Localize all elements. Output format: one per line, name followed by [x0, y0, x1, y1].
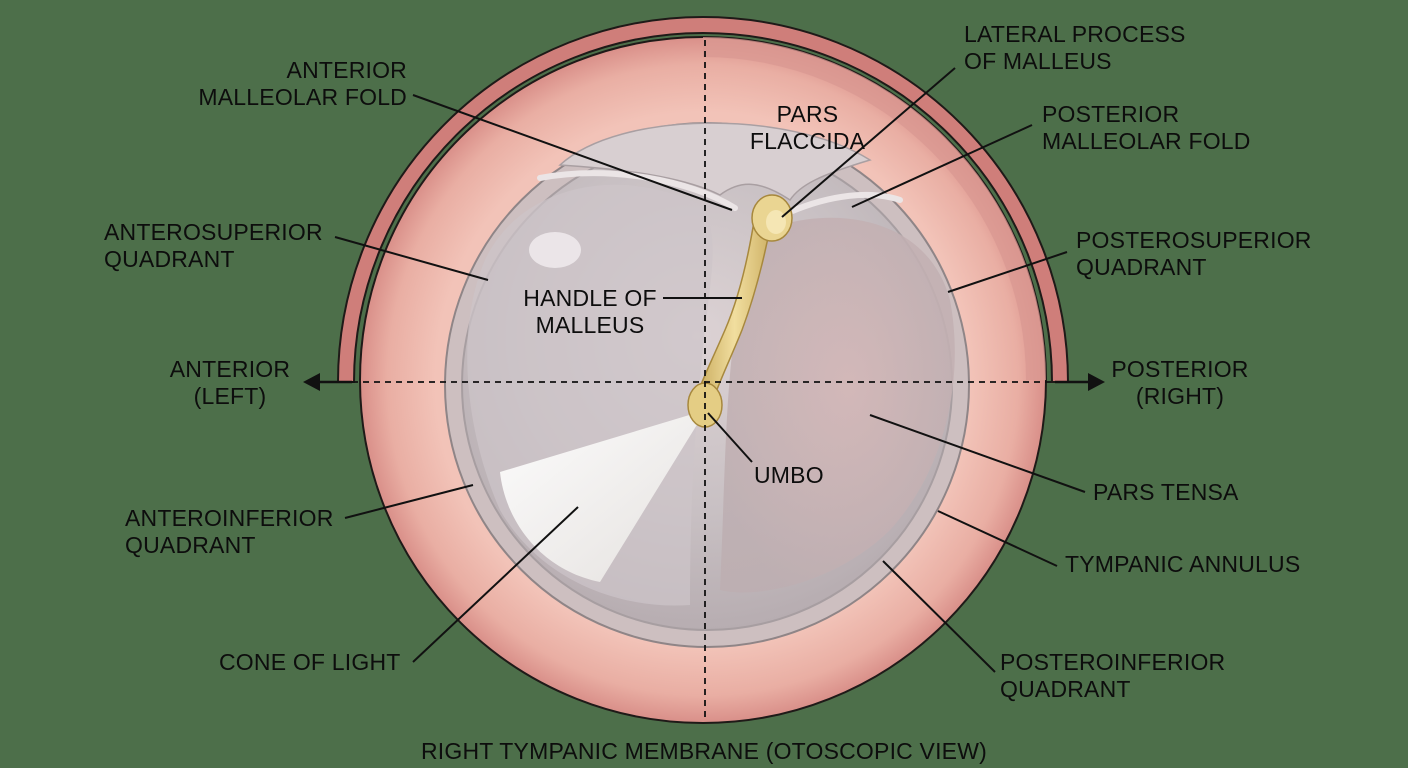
label-posterior-malleolar-fold: POSTERIOR MALLEOLAR FOLD [1042, 101, 1251, 154]
label-tympanic-annulus: TYMPANIC ANNULUS [1065, 551, 1301, 577]
label-handle-of-malleus: HANDLE OF MALLEUS [523, 285, 657, 338]
label-posterosuperior-quadrant: POSTEROSUPERIOR QUADRANT [1076, 227, 1312, 280]
label-umbo: UMBO [754, 462, 824, 488]
leader-lateral-process [781, 67, 956, 218]
leader-cone-of-light [412, 506, 579, 663]
leader-anterosuperior [334, 236, 489, 281]
leader-posterior-malleolar-fold [851, 124, 1033, 208]
posterior-malleolar-fold-line [787, 191, 903, 215]
leader-anteroinferior [344, 484, 474, 519]
leader-anterior-malleolar-fold [412, 94, 733, 211]
label-posterior-right: POSTERIOR (RIGHT) [1111, 356, 1249, 409]
leader-posteroinferior [882, 560, 996, 673]
label-anteroinferior-quadrant: ANTEROINFERIOR QUADRANT [125, 505, 334, 558]
label-pars-tensa: PARS TENSA [1093, 479, 1239, 505]
diagram-caption: RIGHT TYMPANIC MEMBRANE (OTOSCOPIC VIEW) [420, 738, 987, 764]
anterior-malleolar-fold-line [537, 170, 738, 211]
membrane-highlight [529, 232, 581, 268]
posterior-arrow-head [1088, 373, 1105, 391]
canal-shadow-band [703, 37, 1046, 380]
posterior-lobe [720, 217, 955, 593]
label-lateral-process-of-malleus: LATERAL PROCESS OF MALLEUS [964, 21, 1186, 74]
cone-of-light [500, 410, 706, 582]
lateral-process-highlight [766, 210, 786, 234]
label-cone-of-light: CONE OF LIGHT [219, 649, 401, 675]
pars-flaccida-region [558, 122, 872, 202]
label-pars-flaccida: PARS FLACCIDA [749, 101, 866, 154]
leader-tympanic-annulus [937, 510, 1058, 567]
leader-umbo [707, 412, 753, 463]
anterior-arrow-head [303, 373, 320, 391]
label-anterosuperior-quadrant: ANTEROSUPERIOR QUADRANT [104, 219, 323, 272]
label-anterior-left: ANTERIOR (LEFT) [169, 356, 291, 409]
leader-pars-tensa [869, 414, 1086, 493]
label-posteroinferior-quadrant: POSTEROINFERIOR QUADRANT [1000, 649, 1226, 702]
leader-posterosuperior [947, 251, 1068, 293]
label-anterior-malleolar-fold: ANTERIOR MALLEOLAR FOLD [198, 57, 407, 110]
